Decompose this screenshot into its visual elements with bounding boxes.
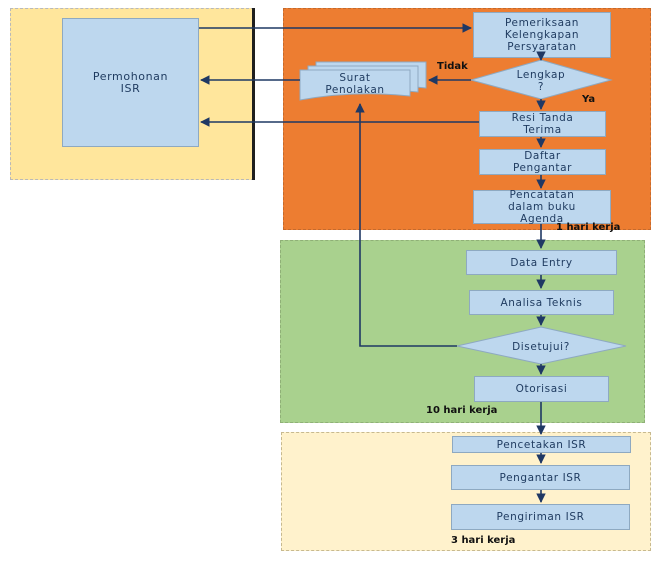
lengkap-q-label: ? — [538, 81, 544, 93]
permohonan-isr-box: Permohonan ISR — [62, 18, 199, 147]
duration-stage2: 10 hari kerja — [426, 405, 498, 416]
surat-label: Surat — [339, 72, 370, 84]
ya-label: Ya — [582, 94, 596, 105]
disetujui-label: Disetujui? — [512, 341, 570, 353]
surat-penolakan-document: Surat Penolakan — [299, 61, 427, 101]
lengkap-label: Lengkap — [517, 69, 566, 81]
separator-line — [252, 8, 255, 180]
data-entry-box: Data Entry — [466, 250, 617, 275]
resi-tanda-terima-box: Resi Tanda Terima — [479, 111, 606, 137]
lengkap-decision: Lengkap ? — [469, 59, 613, 100]
duration-stage1: 1 hari kerja — [556, 222, 621, 233]
disetujui-decision: Disetujui? — [456, 326, 627, 365]
tidak-label: Tidak — [437, 61, 468, 72]
arrow-reject-to-surat — [355, 103, 457, 347]
pengiriman-isr-box: Pengiriman ISR — [451, 504, 630, 530]
pemeriksaan-box: Pemeriksaan Kelengkapan Persyaratan — [473, 12, 611, 58]
analisa-teknis-box: Analisa Teknis — [469, 290, 614, 315]
penolakan-label: Penolakan — [325, 84, 384, 96]
pencatatan-agenda-box: Pencatatan dalam buku Agenda — [473, 189, 611, 225]
daftar-pengantar-box: Daftar Pengantar — [479, 149, 606, 175]
pengantar-isr-box: Pengantar ISR — [451, 465, 630, 490]
duration-stage3: 3 hari kerja — [451, 535, 516, 546]
otorisasi-box: Otorisasi — [474, 376, 609, 402]
pencetakan-isr-box: Pencetakan ISR — [452, 436, 631, 453]
